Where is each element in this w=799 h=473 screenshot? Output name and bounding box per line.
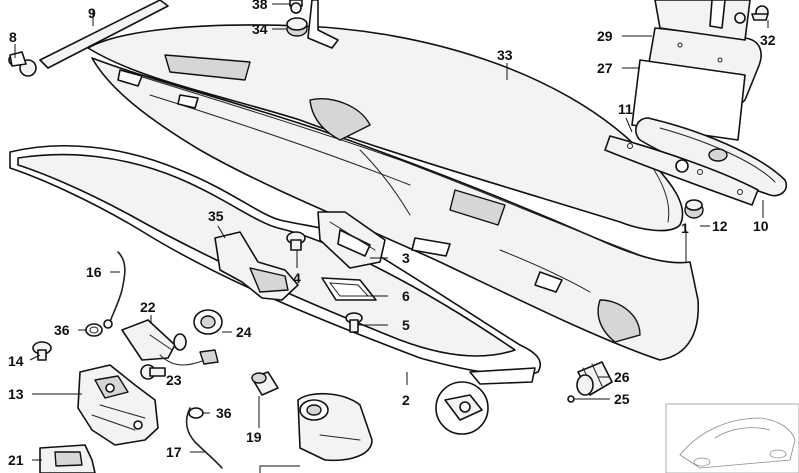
clip-ring-part-36-left <box>85 323 103 337</box>
handle-strip-part-10 <box>635 117 788 197</box>
microswitch <box>173 333 187 351</box>
striker-part-21 <box>39 444 96 473</box>
screw-part-5 <box>345 312 363 333</box>
callout-34: 34 <box>252 21 268 37</box>
gas-strut-part-9 <box>8 0 169 77</box>
callout-29: 29 <box>597 28 613 44</box>
leader-lines <box>14 3 769 473</box>
trunk-seal-part-2 <box>9 144 542 385</box>
screw-part-32 <box>751 5 769 21</box>
cover-part-35 <box>214 231 299 301</box>
callout-35: 35 <box>208 208 224 224</box>
callout-4: 4 <box>293 270 301 286</box>
bump-stop-part-19 <box>251 371 279 396</box>
callout-14: 14 <box>8 353 24 369</box>
callout-38: 38 <box>252 0 268 12</box>
actuator-motor <box>297 392 373 462</box>
trunk-lid-part-33 <box>87 0 700 361</box>
callout-33: 33 <box>497 47 513 63</box>
lock-cap-part-24 <box>193 309 223 335</box>
callout-6: 6 <box>402 288 410 304</box>
callout-19: 19 <box>246 429 262 445</box>
callout-labels: 8 9 38 34 33 29 27 32 11 12 10 1 35 4 3 … <box>8 0 776 468</box>
callout-23: 23 <box>166 372 182 388</box>
latch-bracket-part-3 <box>317 211 386 269</box>
grommet-part-12 <box>684 199 704 219</box>
callout-10: 10 <box>753 218 769 234</box>
screw-part-14 <box>32 341 52 361</box>
callout-36-right: 36 <box>216 405 232 421</box>
callout-8: 8 <box>9 29 17 45</box>
bushing-part-34 <box>286 17 308 37</box>
callout-21: 21 <box>8 452 24 468</box>
callout-2: 2 <box>402 392 410 408</box>
callout-25: 25 <box>614 391 630 407</box>
bolt-part-38 <box>289 0 303 14</box>
callout-27: 27 <box>597 60 613 76</box>
callout-24: 24 <box>236 324 252 340</box>
callout-13: 13 <box>8 386 24 402</box>
rod-part-17 <box>185 407 223 469</box>
bolt-part-4 <box>286 231 306 251</box>
callout-5: 5 <box>402 317 410 333</box>
ring-part-25 <box>567 395 575 403</box>
callout-9: 9 <box>88 5 96 21</box>
lock-cylinder-part-22 <box>121 319 219 366</box>
callout-26: 26 <box>614 369 630 385</box>
callout-11: 11 <box>618 101 633 117</box>
callout-22: 22 <box>140 299 156 315</box>
seal-clip-detail <box>435 381 489 435</box>
callout-1: 1 <box>681 220 689 236</box>
vehicle-inset-thumbnail <box>665 403 799 473</box>
rubber-buffer-part-26 <box>576 361 613 396</box>
pad-part-27 <box>631 59 746 141</box>
cable-part-16 <box>103 251 126 329</box>
clip-ring-part-36-right <box>188 407 204 419</box>
callout-32: 32 <box>760 32 776 48</box>
bolt-part-23 <box>140 364 166 380</box>
bracket-top-right <box>654 0 751 41</box>
callout-17: 17 <box>166 444 182 460</box>
callout-16: 16 <box>86 264 102 280</box>
callout-12: 12 <box>712 218 728 234</box>
callout-36-left: 36 <box>54 322 70 338</box>
lock-latch-part-13 <box>77 364 159 446</box>
bracket-part-11 <box>604 135 759 206</box>
callout-3: 3 <box>402 250 410 266</box>
